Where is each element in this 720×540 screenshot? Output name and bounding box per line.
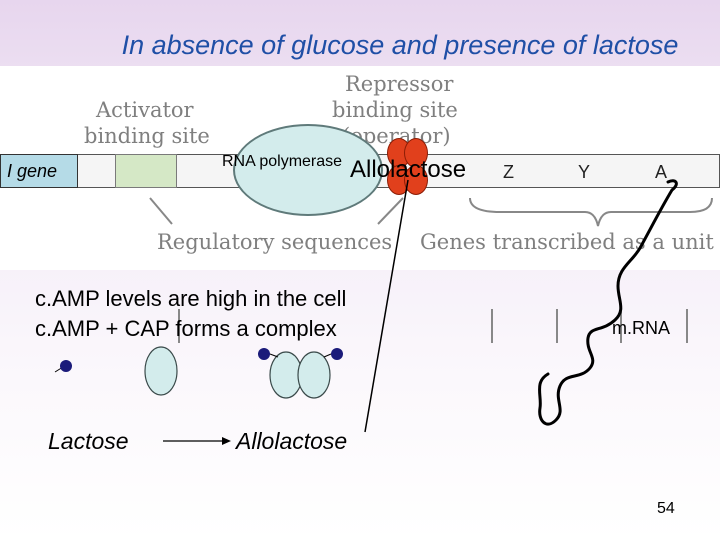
dna-divider: [178, 309, 180, 343]
regulatory-sequences-label: Regulatory sequences: [157, 230, 393, 254]
dna-divider: [491, 309, 493, 343]
gene-y-label: Y: [578, 162, 591, 182]
mrna-label: m.RNA: [612, 318, 670, 338]
dna-divider: [686, 309, 688, 343]
genes-transcribed-label: Genes transcribed as a unit: [420, 230, 714, 254]
page-number: 54: [657, 500, 675, 517]
camp-dot: [331, 348, 343, 360]
repressor-site-label-2: binding site: [332, 98, 458, 122]
camp-level-text: c.AMP levels are high in the cell: [35, 286, 347, 311]
gene-z-label: Z: [503, 162, 514, 182]
allolactose-label: Allolactose: [350, 156, 467, 183]
activator-site-label-1: Activator: [96, 98, 194, 122]
cap-protein: [144, 346, 178, 396]
slide-title: In absence of glucose and presence of la…: [121, 30, 679, 60]
mrna-strand: [538, 179, 678, 426]
dna-divider: [556, 309, 558, 343]
rna-polymerase-shape: [233, 124, 383, 216]
camp-dot: [60, 360, 72, 372]
cap-protein: [297, 351, 331, 399]
camp-tail: [269, 353, 279, 358]
i-gene-box: I gene: [0, 154, 78, 188]
repressor-site-label-1: Repressor: [345, 72, 454, 96]
camp-tail: [323, 353, 332, 358]
rna-polymerase-label: RNA polymerase: [222, 153, 343, 170]
lactose-label: Lactose: [48, 428, 129, 454]
connector-line: [364, 179, 409, 433]
reaction-arrowhead: [222, 437, 231, 445]
activator-site-label-2: binding site: [84, 124, 210, 148]
activator-binding-site-box: [115, 154, 177, 188]
gene-a-label: A: [655, 162, 668, 182]
camp-dot: [258, 348, 270, 360]
camp-cap-complex-text: c.AMP + CAP forms a complex: [35, 316, 337, 341]
cap-protein: [269, 351, 303, 399]
dna-divider: [620, 309, 622, 343]
allolactose-product-label: Allolactose: [236, 428, 348, 454]
